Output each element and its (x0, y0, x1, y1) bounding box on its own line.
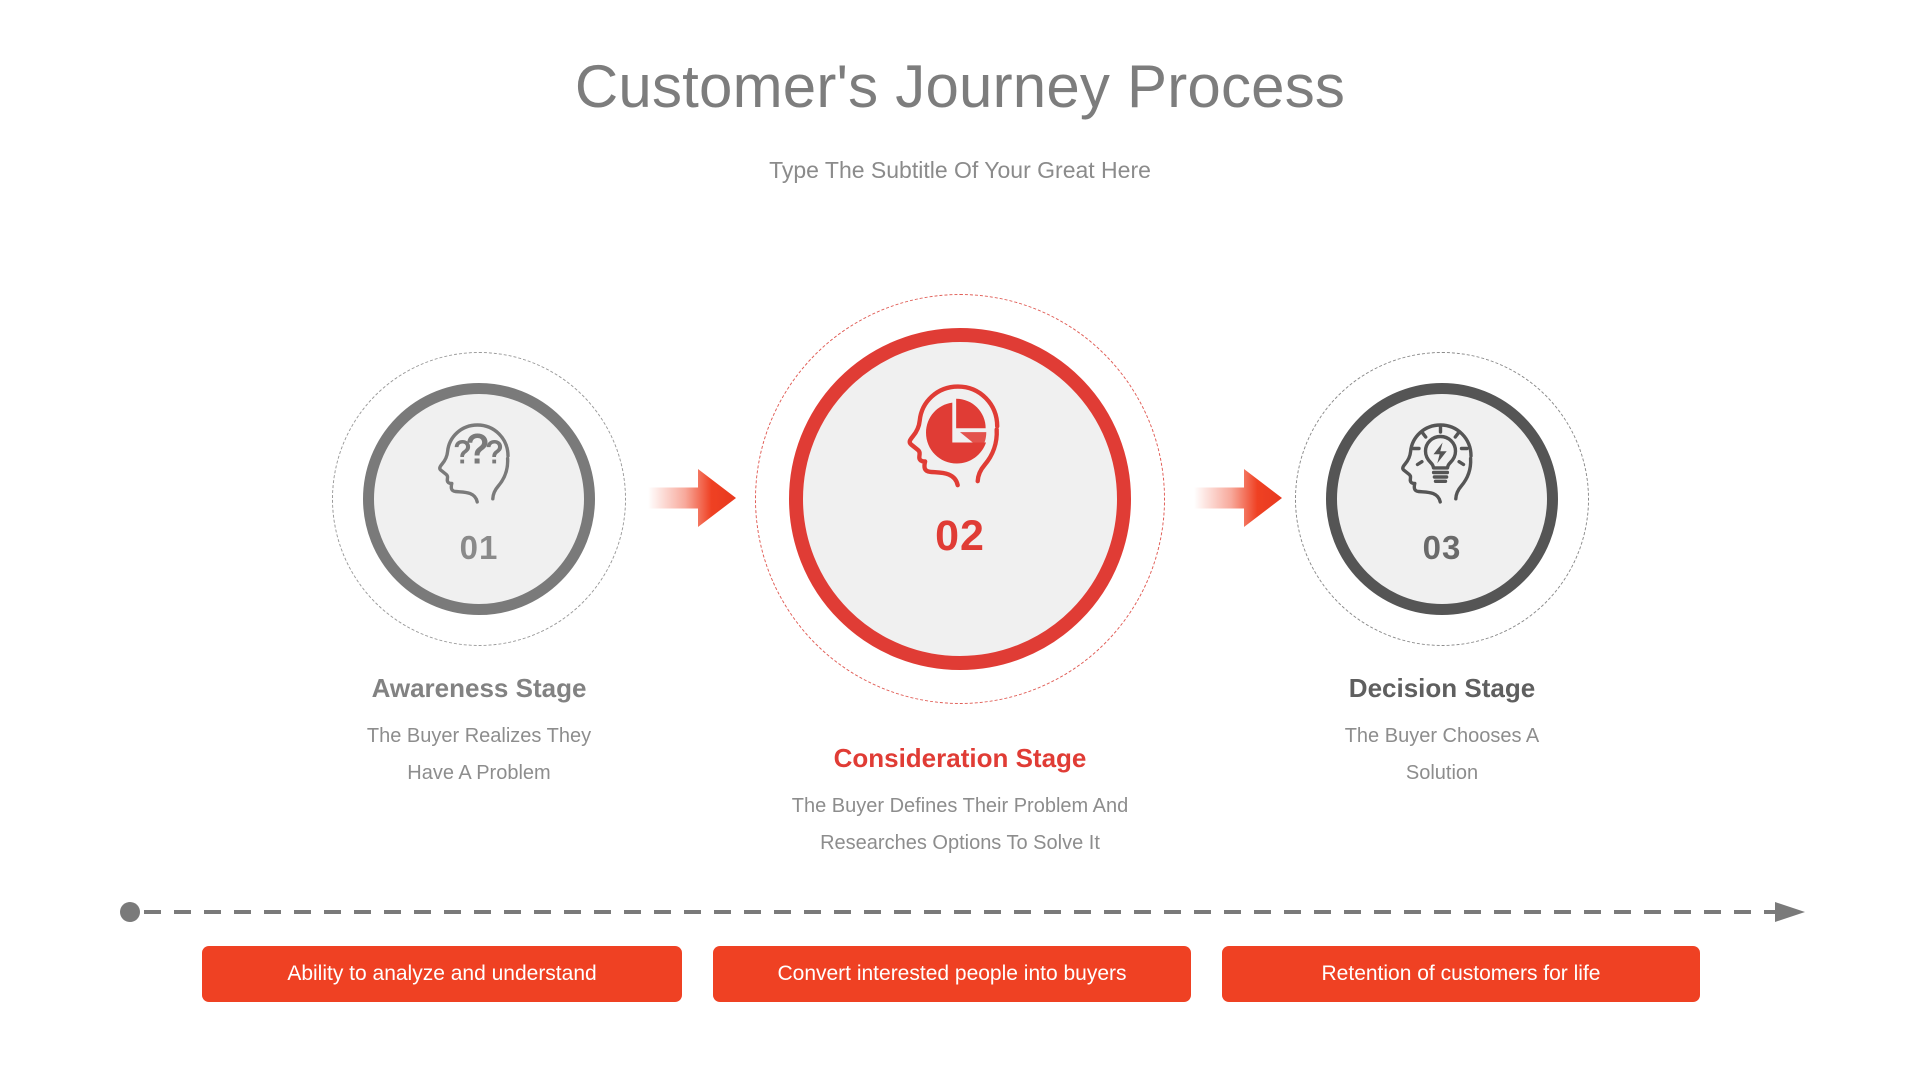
stage-3-description-line-2: Solution (1405, 761, 1479, 784)
stage-2-number: 02 (935, 512, 985, 560)
outcome-button-3[interactable]: Retention of customers for life (1222, 946, 1700, 1002)
timeline-start-dot (120, 902, 140, 922)
page-subtitle: Type The Subtitle Of Your Great Here (769, 157, 1151, 183)
stage-1-number: 01 (459, 529, 499, 566)
stage-1-description-line-2: Have A Problem (407, 761, 551, 784)
timeline-end-arrowhead (1775, 902, 1805, 922)
stage-2-description: The Buyer Defines Their Problem And Rese… (730, 788, 1190, 861)
stage-1-caption: Awareness Stage The Buyer Realizes They … (299, 673, 659, 791)
stage-1-circle[interactable]: 01 (363, 383, 595, 615)
outcome-button-2[interactable]: Convert interested people into buyers (713, 946, 1191, 1002)
page-title: Customer's Journey Process (574, 53, 1346, 120)
head-pie-chart-icon (803, 374, 1117, 494)
arrow-stage2-to-stage3 (1194, 466, 1282, 530)
stage-2-dashed-outline (755, 294, 1165, 704)
stage-2-circle[interactable]: 02 (789, 328, 1131, 670)
stage-2-caption: Consideration Stage The Buyer Defines Th… (730, 743, 1190, 861)
head-lightbulb-icon (1337, 416, 1547, 508)
stage-2-description-line-2: Researches Options To Solve It (820, 831, 1100, 854)
head-question-marks-icon (374, 416, 584, 508)
stage-3-title: Decision Stage (1348, 673, 1536, 703)
stage-1-title: Awareness Stage (371, 673, 587, 703)
stage-2-description-line-1: The Buyer Defines Their Problem And (791, 795, 1129, 818)
arrow-stage1-to-stage2 (648, 466, 736, 530)
stage-1-description-line-1: The Buyer Realizes They (366, 725, 592, 748)
timeline-axis (120, 900, 1810, 924)
stage-3-caption: Decision Stage The Buyer Chooses A Solut… (1262, 673, 1622, 791)
outcome-button-1[interactable]: Ability to analyze and understand (202, 946, 682, 1002)
stage-3-description: The Buyer Chooses A Solution (1262, 718, 1622, 791)
stage-1-description: The Buyer Realizes They Have A Problem (299, 718, 659, 791)
outcome-button-row: Ability to analyze and understand Conver… (0, 946, 1920, 1008)
stage-3-number: 03 (1422, 529, 1462, 566)
stage-3-description-line-1: The Buyer Chooses A (1344, 725, 1540, 748)
stage-1-dashed-outline (332, 352, 626, 646)
stage-3-dashed-outline (1295, 352, 1589, 646)
stage-3-circle[interactable]: 03 (1326, 383, 1558, 615)
stage-2-title: Consideration Stage (833, 743, 1087, 773)
